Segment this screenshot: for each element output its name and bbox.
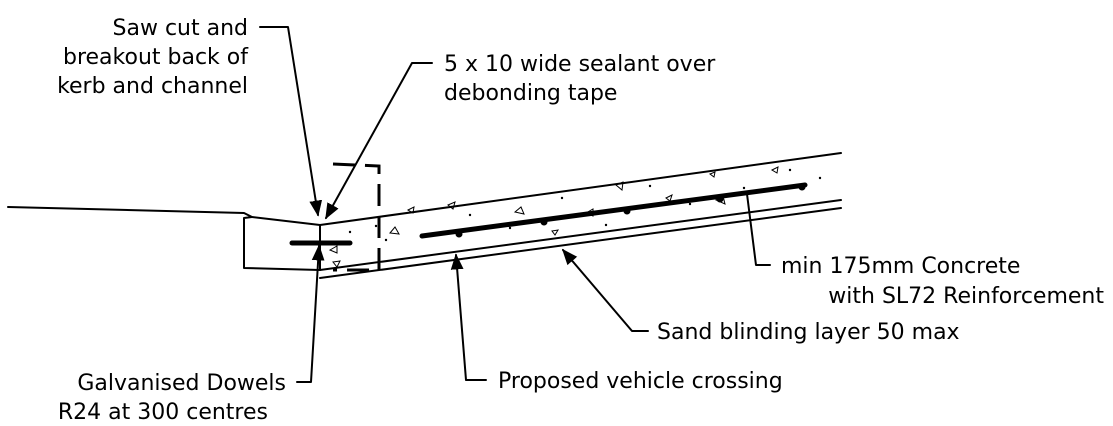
sawcut-dashed-line xyxy=(332,162,381,272)
existing-kerb-channel xyxy=(7,206,321,271)
label-vehicle-crossing: Proposed vehicle crossing xyxy=(498,369,783,394)
leader-lines xyxy=(259,26,771,383)
concrete-aggregate-hatch xyxy=(328,166,822,268)
svg-text:with SL72 Reinforcement: with SL72 Reinforcement xyxy=(828,284,1104,309)
svg-text:Saw cut and: Saw cut and xyxy=(113,16,248,41)
svg-text:min 175mm Concrete: min 175mm Concrete xyxy=(781,254,1020,279)
label-sealant: 5 x 10 wide sealant over debonding tape xyxy=(444,52,716,106)
sand-leader xyxy=(561,248,649,332)
svg-text:R24 at 300 centres: R24 at 300 centres xyxy=(58,400,268,425)
label-dowels: Galvanised Dowels R24 at 300 centres xyxy=(58,371,286,425)
svg-text:breakout back of: breakout back of xyxy=(63,45,249,70)
svg-text:kerb and channel: kerb and channel xyxy=(57,74,248,99)
sealant-leader xyxy=(325,62,433,220)
label-concrete: min 175mm Concrete with SL72 Reinforceme… xyxy=(781,254,1104,309)
svg-text:debonding tape: debonding tape xyxy=(444,81,617,106)
svg-text:5 x 10 wide sealant over: 5 x 10 wide sealant over xyxy=(444,52,716,77)
vehicle-leader xyxy=(450,253,487,381)
concrete-leader xyxy=(746,193,771,266)
dowels-leader xyxy=(296,244,325,383)
concrete-slab xyxy=(319,152,842,279)
sawcut-leader xyxy=(259,26,323,217)
label-saw-cut: Saw cut and breakout back of kerb and ch… xyxy=(57,16,249,99)
label-sand-blinding: Sand blinding layer 50 max xyxy=(657,320,960,345)
reinforcement-mesh xyxy=(419,182,808,239)
svg-text:Galvanised Dowels: Galvanised Dowels xyxy=(77,371,286,396)
